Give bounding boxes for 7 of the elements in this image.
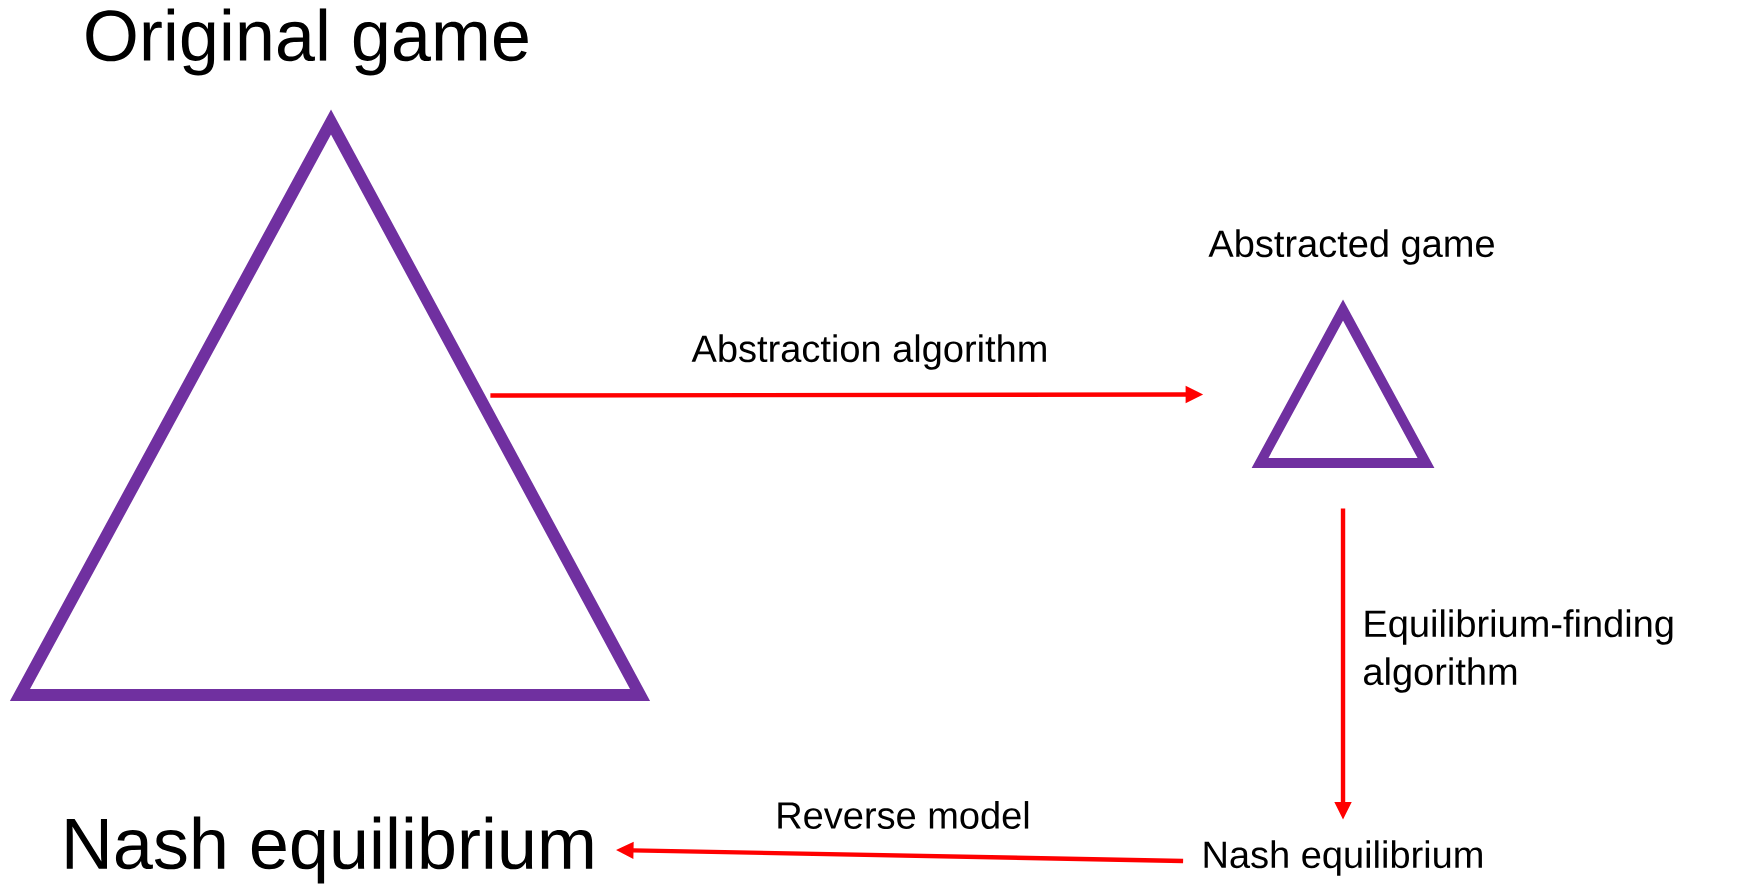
node-heading: Original game [86, 8, 528, 76]
node-label: Nash equilibrium [1204, 840, 1482, 876]
edge-label: Equilibrium-finding algorithm [1364, 609, 1673, 693]
node-label: Nash equilibrium [66, 816, 593, 884]
edge-label: Reverse model [778, 801, 1029, 829]
edge-label: Abstraction algorithm [691, 334, 1046, 370]
node-heading: Abstracted game [1208, 229, 1494, 265]
